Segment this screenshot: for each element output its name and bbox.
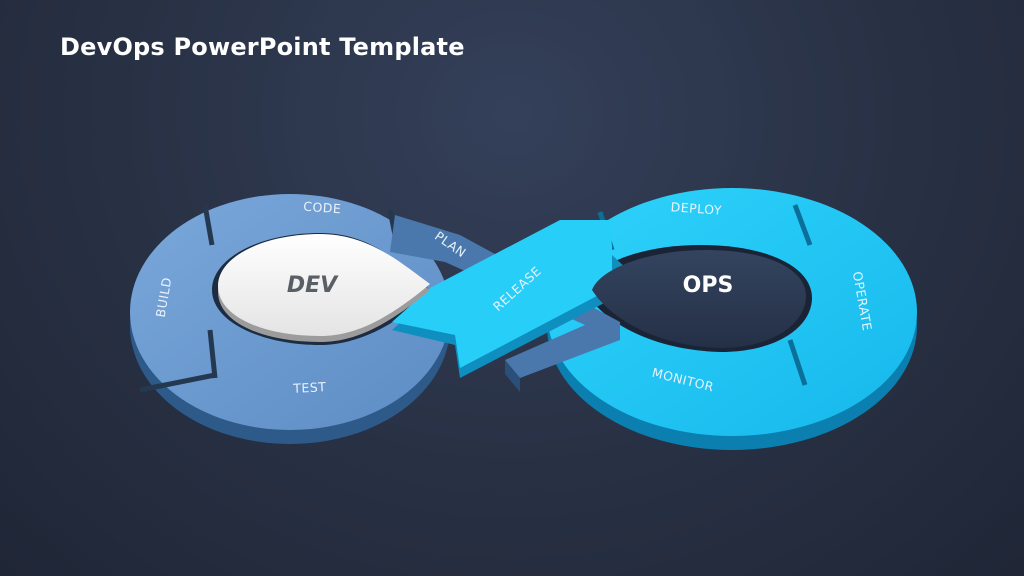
slide-title: DevOps PowerPoint Template (60, 33, 465, 61)
dev-hub (218, 234, 430, 342)
segment-label-code: CODE (303, 199, 342, 217)
ops-hub-label: OPS (683, 273, 734, 298)
crossover-band (390, 215, 620, 392)
segment-label-deploy: DEPLOY (670, 199, 722, 218)
dev-hub-label: DEV (287, 273, 339, 298)
segment-label-build: BUILD (153, 276, 175, 319)
segment-label-test: TEST (292, 379, 327, 396)
ops-hub (592, 250, 806, 348)
release-arrow (392, 220, 660, 378)
